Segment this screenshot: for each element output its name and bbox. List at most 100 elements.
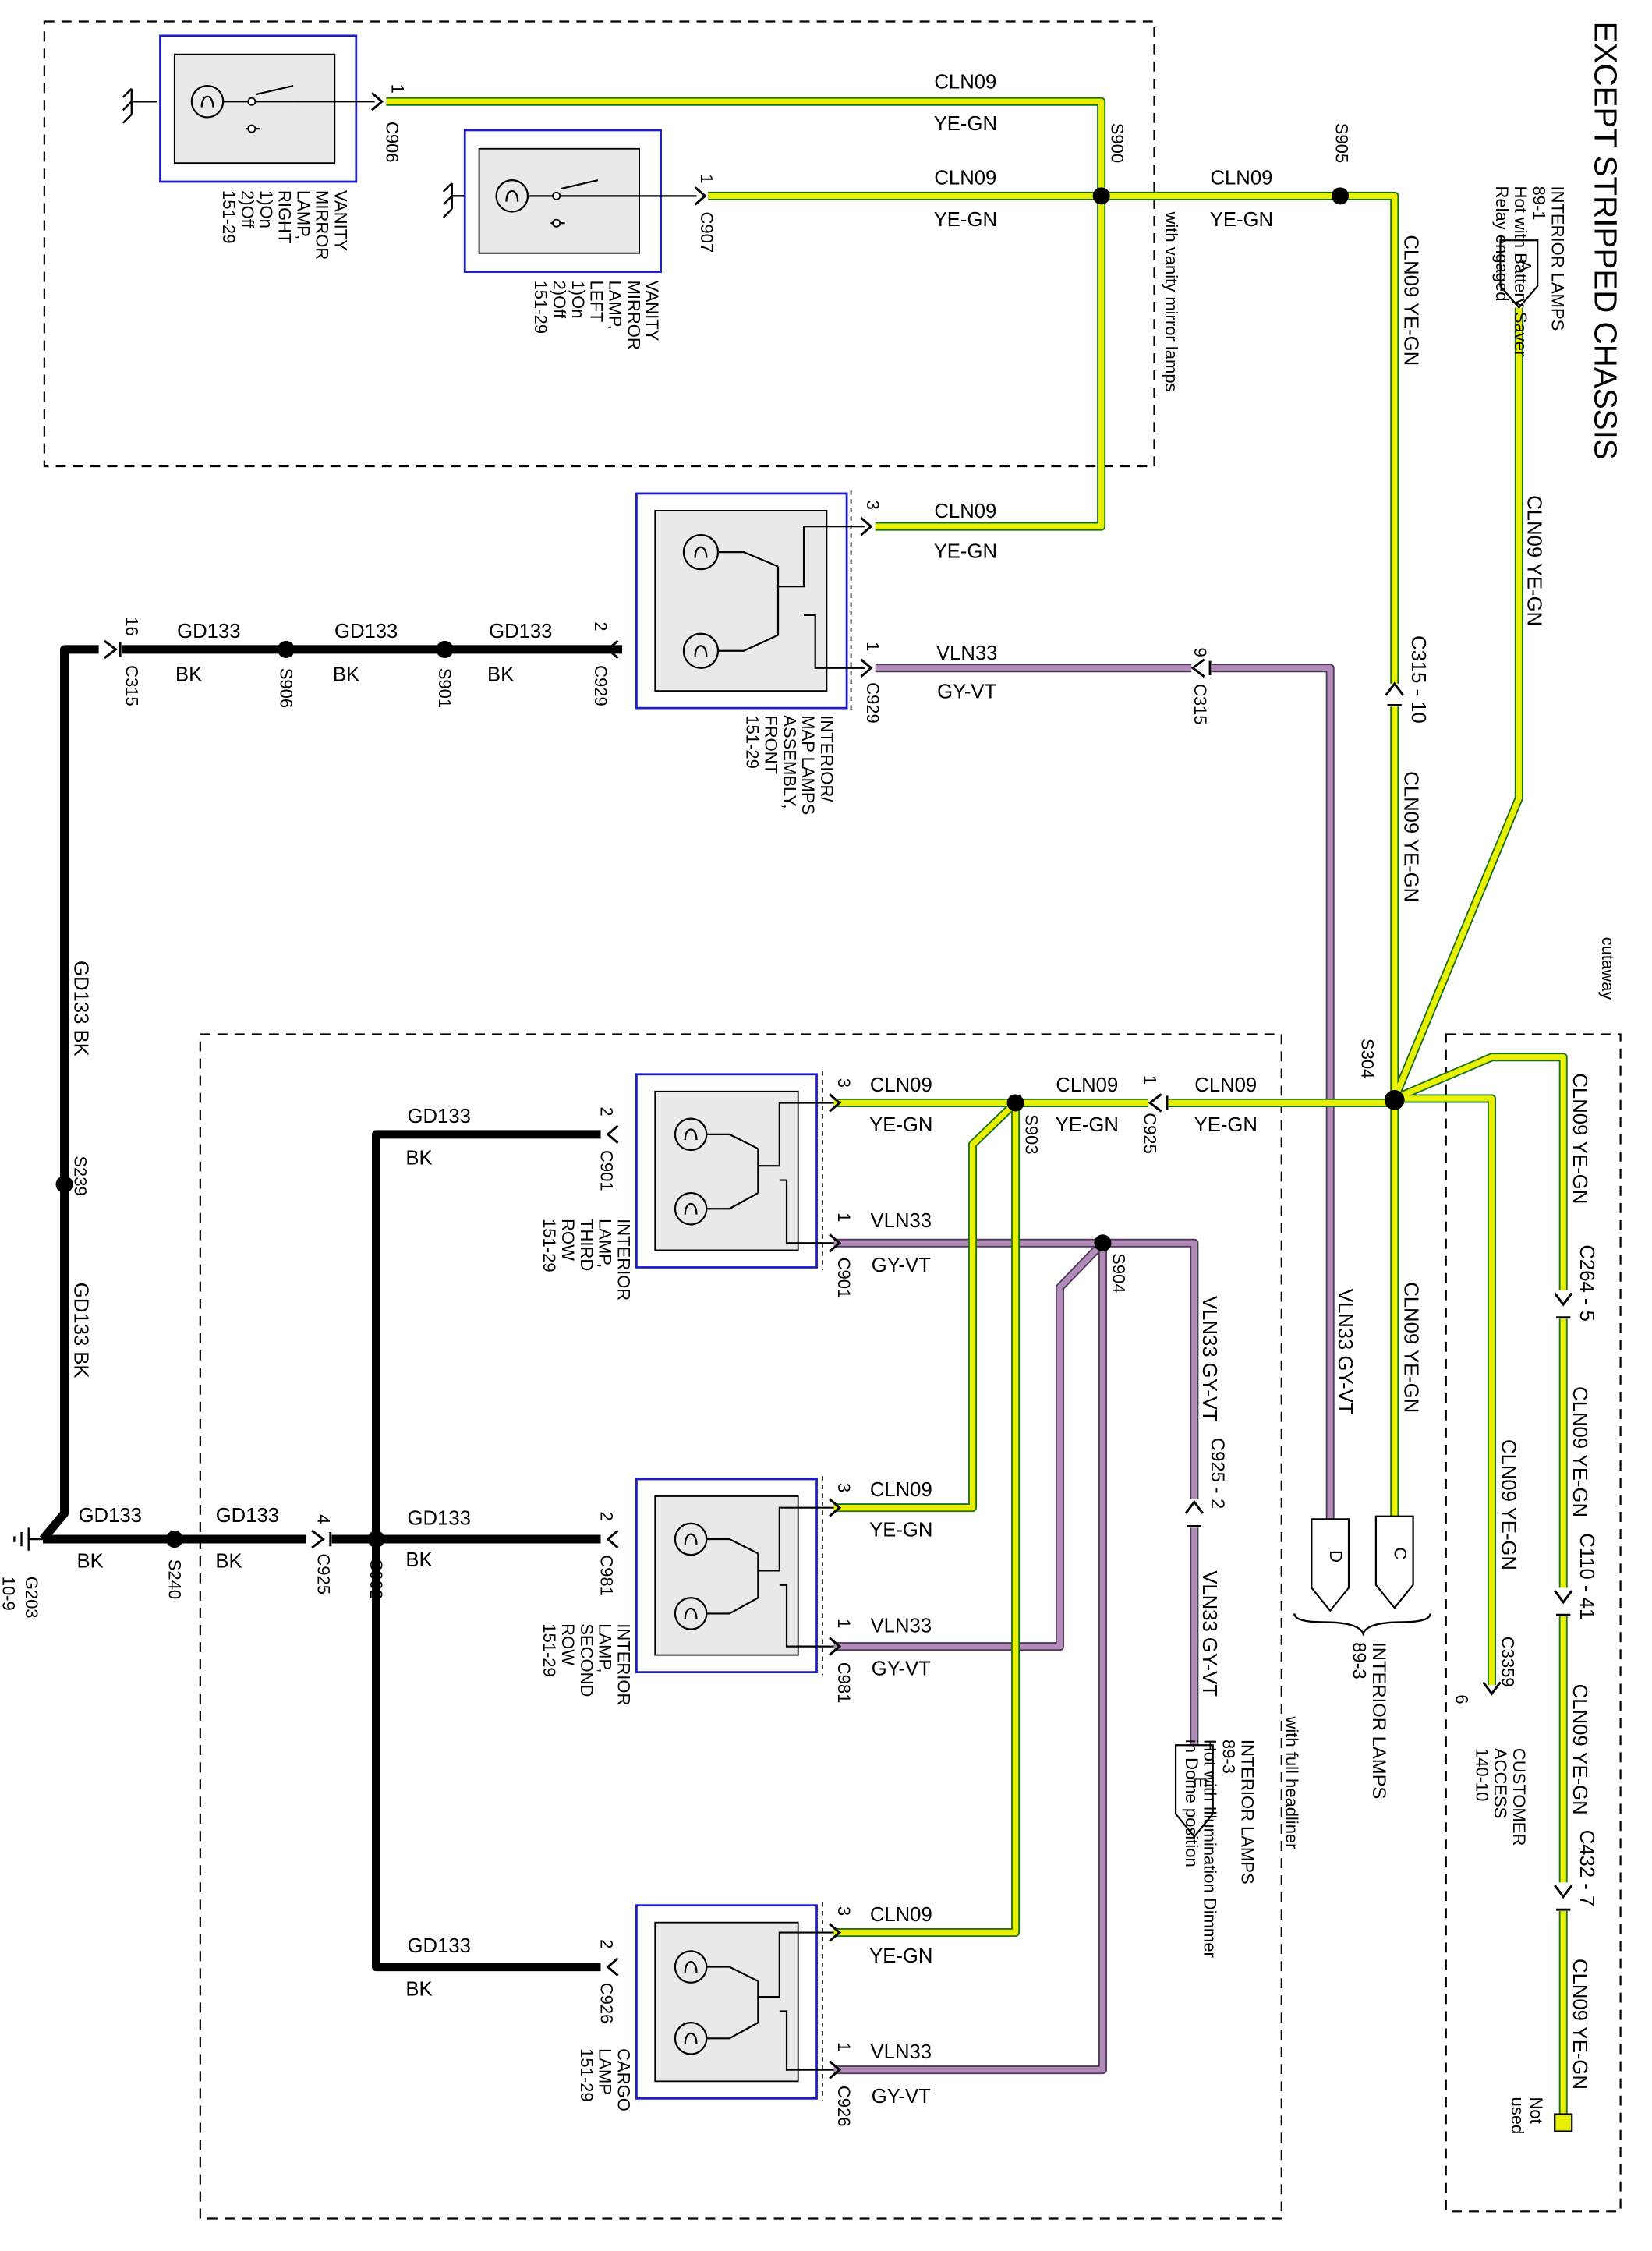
second-row-label-line: LAMP, [596,1623,615,1672]
interior-lamps-e-label-line: in Dome position [1182,1740,1201,1867]
external-connectors [1174,239,1573,2132]
wire-gd133-third-row [371,1130,601,1972]
splice-s905-label: S905 [1332,123,1352,163]
cln09-wires [386,97,1568,2115]
label-vln33: VLN33 [871,2041,932,2063]
chassis-ground-symbols [13,87,478,1551]
vanity-left-label-line: 1)On [568,281,588,319]
interior-lamps-e-label-line: INTERIOR LAMPS [1237,1740,1257,1885]
splice-s900 [1092,187,1110,205]
not-used-label-line: Not [1526,2097,1546,2124]
c264-5-chevron [1554,1292,1573,1307]
pin-4: 4 [313,1514,333,1524]
map-lamps-internal [717,526,865,669]
label-bk: BK [333,664,359,685]
inline-connector-marks [104,639,1573,1911]
label-bk: BK [405,1147,432,1169]
c925-pin1-break [1148,1094,1169,1112]
cargo-lamp-label-line: 151-29 [577,2048,596,2102]
chassis-ground-left-icon [442,182,478,218]
connector-e-shape [1174,1744,1214,1839]
vanity-left-label-line: LEFT [587,281,607,323]
second-row-internal [706,1506,834,1648]
cargo-lamp-label-line: CARGO [614,2048,634,2111]
wire-cln09-relay [1392,307,1523,1100]
wire-cln09-customer [1394,1095,1495,1686]
pin-2: 2 [597,1106,617,1116]
splice-s906-label: S906 [277,668,296,708]
vanity-mirror-lamp-left [463,129,697,273]
connector-c-shape [1374,1515,1414,1609]
vanity-right-label-line: 151-29 [219,190,239,244]
wire-vln33-s904 [833,1240,1197,1746]
connector-a-label: A [1515,260,1534,272]
chassis-ground-right-icon [122,87,157,124]
label-cln09: CLN09 [934,501,996,522]
pin-2: 2 [591,621,610,631]
ground-g203-icon [13,1527,44,1551]
bulb-icon [674,1522,708,1630]
vanity-right-label-line: RIGHT [275,190,295,243]
c315-pin16-break [98,640,122,658]
connector-c929: C929 [591,665,610,706]
second-row-label-line: INTERIOR [614,1623,634,1705]
connector-c315: C315 [122,665,141,706]
connector-c315-10: C315 - 10 [1407,635,1429,724]
wire-vln33-front [875,665,1333,1520]
second-row-label-line: SECOND [577,1623,596,1697]
splice-s240 [165,1531,183,1548]
interior-lamps-e-label-line: Hot with Illumination Dimmer [1201,1740,1220,1958]
label-bk: BK [405,1978,432,2000]
pin-1: 1 [834,1212,854,1222]
vanity-left-label-line: MIRROR [624,281,643,350]
vanity-left-label-line: VANITY [642,281,662,342]
connector-c981: C981 [834,1662,854,1704]
wire-cln09-cutaway [1393,1054,1566,2115]
interior-lamps-a-label-line: INTERIOR LAMPS [1548,186,1568,331]
label-ye-gn: YE-GN [1194,1114,1258,1136]
customer-access-label-line: CUSTOMER [1509,1748,1529,1846]
splice-s239 [55,1176,73,1194]
splice-s900-label: S900 [1107,123,1127,163]
vanity-right-label-line: VANITY [331,190,350,251]
pin-1: 1 [834,1619,854,1628]
third-row-internal [706,1102,834,1244]
pin-9: 9 [1190,647,1210,657]
vanity-mirror-lamp-right [159,34,375,183]
label-cln09: CLN09 [870,1904,932,1926]
connector-c925-2: C925 - 2 [1207,1438,1228,1509]
label-gy-vt: GY-VT [872,1255,931,1276]
vanity-right-label-line: MIRROR [312,190,331,260]
wire-cln09-cutaway-edge [1392,1053,1568,2115]
interior-lamps-a-label-line: Hot with Battery Saver [1511,186,1530,356]
cln09-wire-fills [386,98,1566,2115]
connector-d-shape [1311,1518,1350,1612]
diagram-labels: CLN09YE-GNCLN09YE-GNCLN09YE-GNCLN09YE-GN… [0,22,1624,2135]
label-cln09: CLN09 [870,1479,932,1501]
splice-s901-label: S901 [435,668,455,708]
vln33-wire-fills [833,665,1333,2073]
label-gd133: GD133 [79,1505,142,1527]
full-headliner-region [199,1033,1282,2220]
second-row-body [654,1495,799,1656]
c110-41-chevron [1554,1590,1573,1605]
c315-pin9-break [1191,659,1212,677]
vanity-right-label-line: 1)On [256,190,276,228]
connector-a-shape [1499,239,1539,310]
note-with-full-headliner: with full headliner [1282,1716,1301,1849]
not-used-label-line: used [1508,2097,1527,2135]
label-vln33-gy-vt: VLN33 GY-VT [1198,1570,1220,1697]
pin-1: 1 [697,174,716,183]
splice-s904 [1094,1234,1112,1252]
label-gd133: GD133 [408,1508,471,1530]
label-cln09-ye-gn: CLN09 YE-GN [1400,235,1422,366]
label-gd133-bk: GD133 BK [69,1283,91,1379]
label-bk: BK [175,664,202,685]
third-row-label-line: INTERIOR [614,1219,634,1301]
wire-cln09-second-row-edge [833,1099,1019,1513]
